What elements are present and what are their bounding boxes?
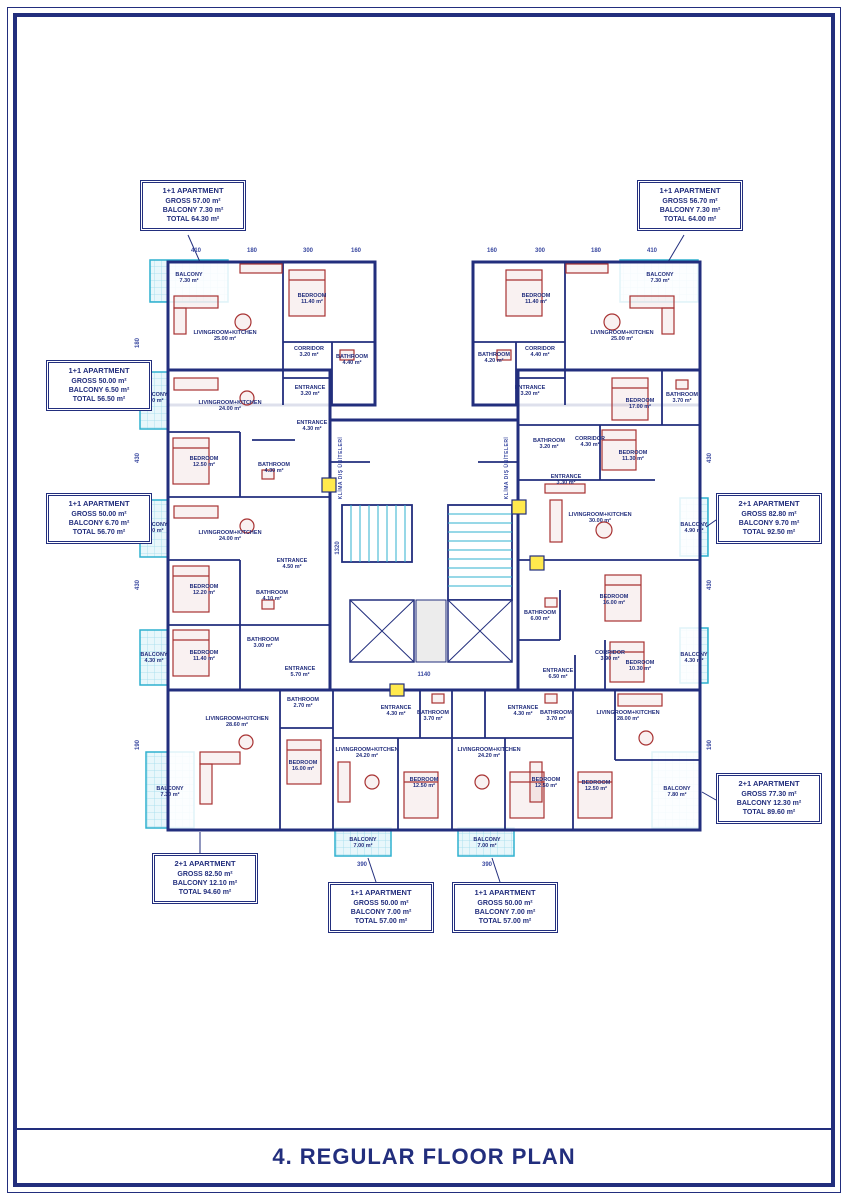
furniture: [172, 263, 689, 819]
apartment-balcony: BALCONY 7.00 m²: [350, 909, 412, 917]
apartment-info-box-top-right: 1+1 APARTMENT GROSS 56.70 m² BALCONY 7.3…: [637, 180, 743, 232]
apartment-total: TOTAL 64.00 m²: [663, 216, 717, 224]
apartment-balcony: BALCONY 9.70 m²: [738, 520, 800, 528]
title-separator-line: [17, 1128, 831, 1130]
apartment-gross: GROSS 50.00 m²: [477, 900, 533, 907]
apartment-gross: GROSS 77.30 m²: [741, 791, 797, 798]
apartment-info-box-bottom-center-left: 1+1 APARTMENT GROSS 50.00 m² BALCONY 7.0…: [328, 882, 434, 934]
apartment-type: 1+1 APARTMENT: [68, 366, 130, 375]
apartment-info-box-left-upper: 1+1 APARTMENT GROSS 50.00 m² BALCONY 6.5…: [46, 360, 152, 412]
apartment-type: 1+1 APARTMENT: [350, 888, 412, 897]
apartment-total: TOTAL 92.50 m²: [742, 529, 796, 537]
apartment-type: 2+1 APARTMENT: [738, 779, 800, 788]
interior-walls: [168, 262, 700, 830]
apartment-total: TOTAL 94.60 m²: [178, 889, 232, 897]
apartment-total: TOTAL 57.00 m²: [478, 918, 532, 926]
apartment-balcony: BALCONY 7.30 m²: [162, 207, 224, 215]
apartment-info-box-top-left: 1+1 APARTMENT GROSS 57.00 m² BALCONY 7.3…: [140, 180, 246, 232]
apartment-balcony: BALCONY 12.30 m²: [736, 800, 802, 808]
apartment-gross: GROSS 82.80 m²: [741, 511, 797, 518]
apartment-type: 1+1 APARTMENT: [659, 186, 721, 195]
service-shafts: [321, 477, 545, 697]
apartment-info-box-left-middle: 1+1 APARTMENT GROSS 50.00 m² BALCONY 6.7…: [46, 493, 152, 545]
apartment-gross: GROSS 50.00 m²: [71, 511, 127, 518]
leader-lines: [141, 234, 717, 883]
apartment-balcony: BALCONY 6.70 m²: [68, 520, 130, 528]
apartment-gross: GROSS 82.50 m²: [177, 871, 233, 878]
apartment-balcony: BALCONY 7.30 m²: [659, 207, 721, 215]
apartment-gross: GROSS 57.00 m²: [165, 198, 221, 205]
apartment-balcony: BALCONY 6.50 m²: [68, 387, 130, 395]
apartment-type: 2+1 APARTMENT: [174, 859, 236, 868]
staircases: [341, 504, 513, 601]
apartment-info-box-bottom-center-right: 1+1 APARTMENT GROSS 50.00 m² BALCONY 7.0…: [452, 882, 558, 934]
apartment-type: 1+1 APARTMENT: [162, 186, 224, 195]
apartment-total: TOTAL 56.50 m²: [72, 396, 126, 404]
apartment-type: 1+1 APARTMENT: [68, 499, 130, 508]
page-title: 4. REGULAR FLOOR PLAN: [272, 1144, 576, 1169]
apartment-type: 1+1 APARTMENT: [474, 888, 536, 897]
apartment-gross: GROSS 50.00 m²: [353, 900, 409, 907]
apartment-info-box-right-lower: 2+1 APARTMENT GROSS 77.30 m² BALCONY 12.…: [716, 773, 822, 825]
apartment-type: 2+1 APARTMENT: [738, 499, 800, 508]
apartment-total: TOTAL 56.70 m²: [72, 529, 126, 537]
elevators: [349, 599, 513, 663]
apartment-balcony: BALCONY 12.10 m²: [172, 880, 238, 888]
apartment-total: TOTAL 57.00 m²: [354, 918, 408, 926]
apartment-total: TOTAL 89.60 m²: [742, 809, 796, 817]
apartment-balcony: BALCONY 7.00 m²: [474, 909, 536, 917]
apartment-info-box-right-middle: 2+1 APARTMENT GROSS 82.80 m² BALCONY 9.7…: [716, 493, 822, 545]
apartment-info-box-bottom-left: 2+1 APARTMENT GROSS 82.50 m² BALCONY 12.…: [152, 853, 258, 905]
apartment-total: TOTAL 64.30 m²: [166, 216, 220, 224]
apartment-gross: GROSS 56.70 m²: [662, 198, 718, 205]
apartment-gross: GROSS 50.00 m²: [71, 378, 127, 385]
